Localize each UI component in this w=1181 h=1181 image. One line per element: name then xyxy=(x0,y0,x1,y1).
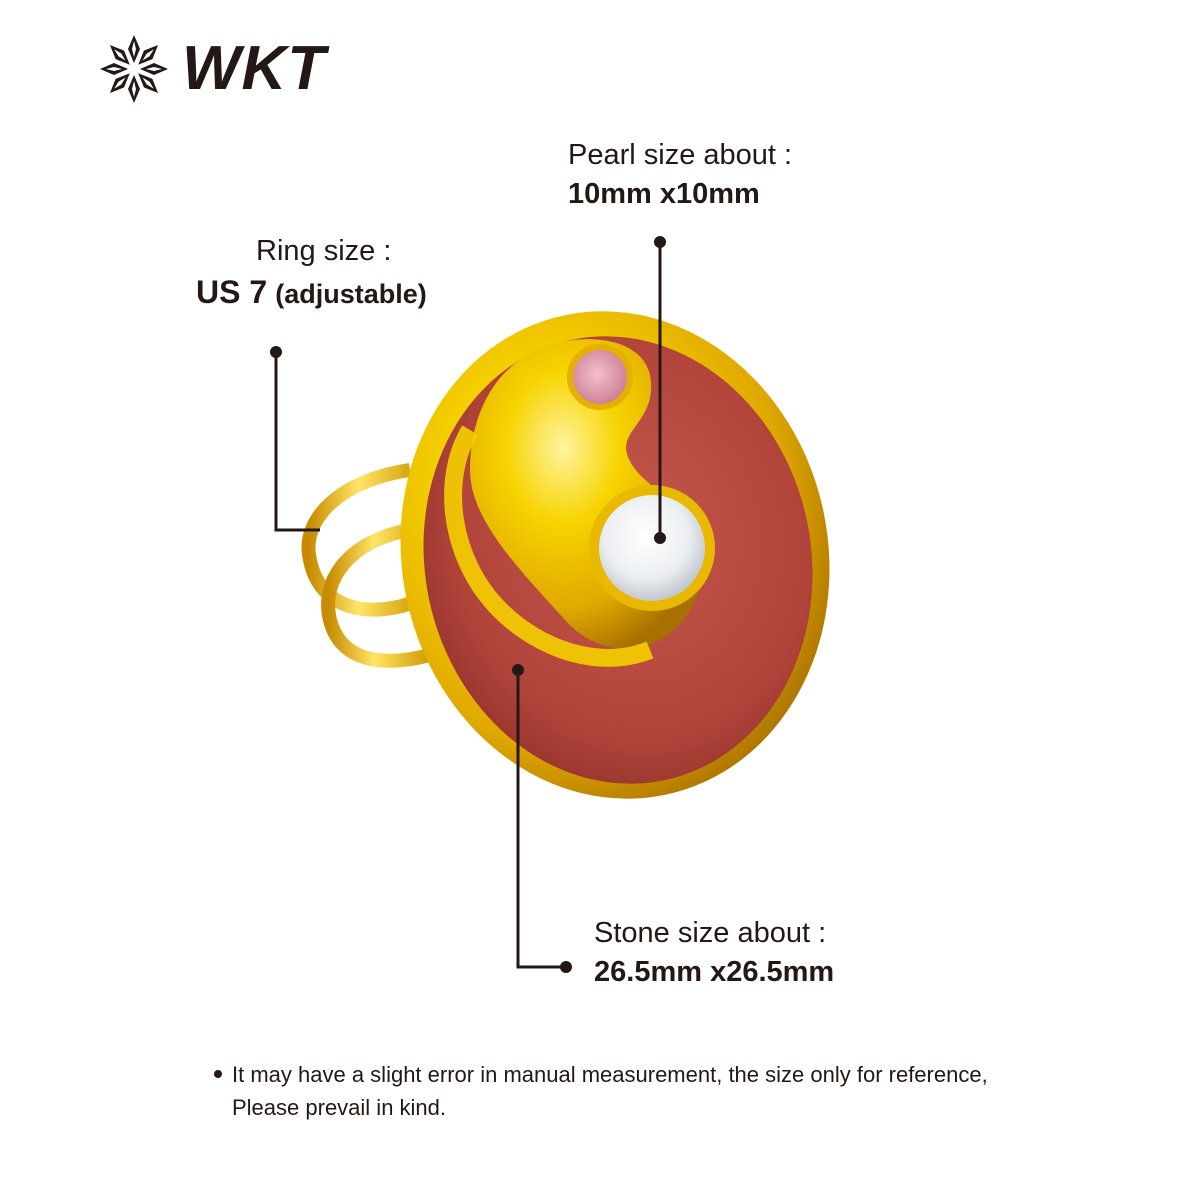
bullet-icon xyxy=(214,1070,222,1078)
pearl-size-value: 10mm x10mm xyxy=(568,177,760,210)
pearl-size-title: Pearl size about : xyxy=(568,139,793,171)
ring-leader-dot xyxy=(270,346,282,358)
ring-band xyxy=(301,463,432,668)
pearl-size-label: Pearl size about : 10mm x10mm xyxy=(568,138,792,212)
ring-size-label: Ring size : US 7 (adjustable) xyxy=(196,234,427,312)
brand-name: WKT xyxy=(182,34,327,103)
ring-size-value: US 7 (adjustable) xyxy=(196,273,427,312)
pearl-leader-dot xyxy=(654,236,666,248)
ring-size-title: Ring size : xyxy=(256,235,392,267)
ring-leader-line xyxy=(274,352,320,532)
stone-target-dot xyxy=(512,664,524,676)
pearl-target-dot xyxy=(654,532,666,544)
stone-size-label: Stone size about : 26.5mm x26.5mm xyxy=(594,916,834,990)
brand-logo: WKT xyxy=(98,32,326,106)
stone-leader-dot xyxy=(560,961,572,973)
stone-leader-line xyxy=(516,670,566,969)
measurement-note: It may have a slight error in manual mea… xyxy=(214,1058,988,1124)
pink-stone xyxy=(567,344,633,410)
ring-size-note: (adjustable) xyxy=(275,278,427,309)
note-line-1: It may have a slight error in manual mea… xyxy=(232,1062,988,1087)
ring-size-main: US 7 xyxy=(196,273,268,310)
pearl xyxy=(589,485,715,611)
snowflake-icon xyxy=(100,35,168,103)
note-line-2: Please prevail in kind. xyxy=(232,1095,447,1120)
stone-size-value: 26.5mm x26.5mm xyxy=(594,955,835,988)
stone-size-title: Stone size about : xyxy=(594,917,827,949)
